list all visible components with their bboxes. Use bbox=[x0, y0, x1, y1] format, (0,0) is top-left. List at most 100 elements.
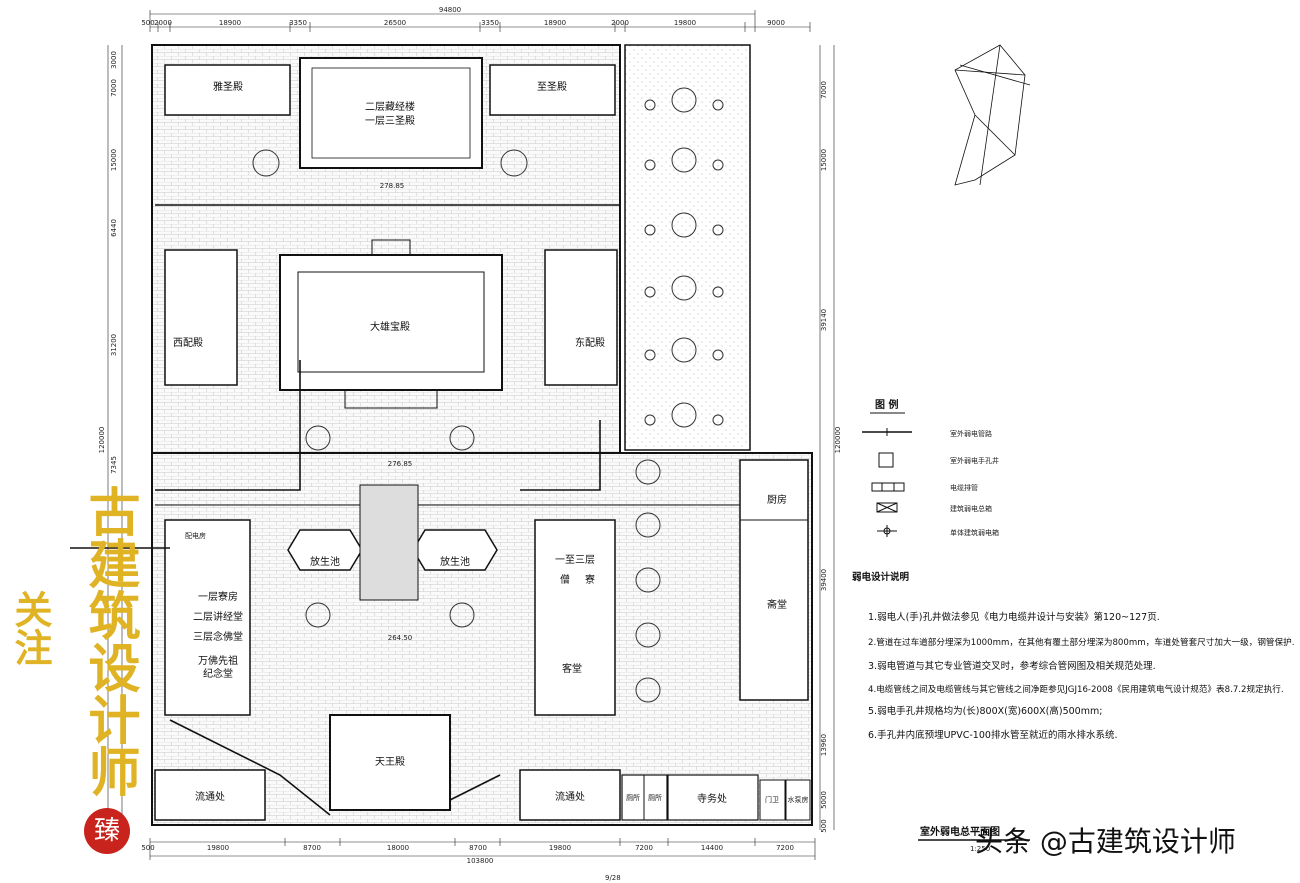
yasheng-hall bbox=[164, 64, 291, 116]
liaofang-4: 万佛先祖 bbox=[198, 654, 238, 667]
note-3: 3.弱电管道与其它专业管道交叉时，参考综合管网图及相关规范处理. bbox=[868, 661, 1156, 672]
dim-bottom-0: 500 bbox=[141, 844, 154, 852]
cesuo-2: 厕所 bbox=[648, 793, 662, 802]
liutong-e-label: 流通处 bbox=[555, 790, 585, 803]
watermark-follow: 关注 bbox=[8, 590, 53, 666]
legend-item-0: 室外弱电管路 bbox=[950, 429, 992, 438]
tianwang-label: 天王殿 bbox=[375, 756, 405, 768]
pump-room bbox=[785, 779, 811, 821]
xipei-label: 西配殿 bbox=[173, 337, 203, 349]
seal-icon: 臻 bbox=[84, 808, 130, 854]
dim-top-3: 3350 bbox=[289, 19, 307, 27]
dim-bottom-2: 8700 bbox=[303, 844, 321, 852]
legend-item-1: 室外弱电手孔井 bbox=[950, 456, 999, 465]
siwu-label: 寺务处 bbox=[697, 792, 727, 805]
daxiong-hall bbox=[279, 254, 503, 391]
dim-top-4: 26500 bbox=[384, 19, 406, 27]
dim-bottom-3: 18000 bbox=[387, 844, 409, 852]
footer-credit: 头条 @古建筑设计师 bbox=[975, 825, 1236, 858]
dim-left-6: 7345 bbox=[110, 456, 118, 474]
dim-top-6: 18900 bbox=[544, 19, 566, 27]
dim-right-3: 120000 bbox=[834, 427, 842, 454]
zhaitang-label: 斋堂 bbox=[767, 598, 787, 611]
fangsheng-e-label: 放生池 bbox=[440, 555, 470, 568]
south-steps bbox=[344, 389, 438, 409]
east-dormitory bbox=[534, 519, 616, 716]
dim-top-5: 3350 bbox=[481, 19, 499, 27]
liaofang-3: 三层念佛堂 bbox=[193, 630, 243, 643]
elevation-2: 276.85 bbox=[388, 460, 413, 468]
dim-right-1: 15000 bbox=[820, 149, 828, 171]
ketang-label: 客堂 bbox=[562, 662, 582, 675]
chufang-label: 厨房 bbox=[767, 493, 787, 506]
dongpei-label: 东配殿 bbox=[575, 336, 605, 349]
dim-bottom-total: 103800 bbox=[467, 857, 494, 865]
note-1: 1.弱电人(手)孔井做法参见《电力电缆井设计与安装》第120~127页. bbox=[868, 612, 1160, 623]
drawing-scale: 1:250 bbox=[970, 845, 990, 853]
cangjing-label-2: 一层三圣殿 bbox=[365, 115, 415, 127]
dim-top-0: 500 bbox=[141, 19, 154, 27]
liutong-w-label: 流通处 bbox=[195, 790, 225, 803]
zhisheng-label: 至圣殿 bbox=[537, 81, 567, 93]
temple-office bbox=[667, 774, 759, 821]
drawing-title: 室外弱电总平面图 bbox=[920, 825, 1000, 838]
liaofang-1: 一层寮房 bbox=[198, 590, 238, 603]
west-shop bbox=[154, 769, 266, 821]
dim-right-6: 5000 bbox=[820, 791, 828, 809]
dim-bottom-5: 19800 bbox=[549, 844, 571, 852]
daxiong-label: 大雄宝殿 bbox=[370, 320, 410, 333]
note-6: 6.手孔井内底预埋UPVC-100排水管至就近的雨水排水系统. bbox=[868, 730, 1118, 741]
note-5: 5.弱电手孔井规格均为(长)800X(宽)600X(高)500mm; bbox=[868, 706, 1103, 717]
legend-item-4: 单体建筑弱电箱 bbox=[950, 528, 999, 537]
east-label-2: 僧 bbox=[560, 573, 570, 586]
cable-route-southwest bbox=[169, 719, 331, 816]
top-dimension-line bbox=[149, 10, 811, 32]
cable-route-west bbox=[155, 360, 301, 491]
legend-item-3: 建筑弱电总箱 bbox=[950, 504, 992, 513]
dim-right-5: 13960 bbox=[820, 734, 828, 756]
north-steps bbox=[371, 239, 411, 256]
tianwang-hall bbox=[329, 714, 451, 811]
dim-left-0: 3000 bbox=[110, 51, 118, 69]
dim-right-0: 7000 bbox=[820, 81, 828, 99]
dim-bottom-8: 7200 bbox=[776, 844, 794, 852]
bottom-dimension-line bbox=[149, 838, 816, 860]
west-dormitory bbox=[164, 519, 251, 716]
elevation-1: 278.85 bbox=[380, 182, 405, 190]
dim-left-2: 15000 bbox=[110, 149, 118, 171]
menwei-label: 门卫 bbox=[765, 795, 779, 804]
cable-route-east bbox=[520, 420, 601, 491]
sutra-library bbox=[299, 57, 483, 169]
page-number: 9/28 bbox=[605, 874, 621, 882]
dim-bottom-7: 14400 bbox=[701, 844, 723, 852]
legend-symbols bbox=[862, 428, 912, 537]
tree-icon bbox=[252, 149, 280, 177]
dim-bottom-4: 8700 bbox=[469, 844, 487, 852]
dim-bottom-1: 19800 bbox=[207, 844, 229, 852]
dim-left-5: 120000 bbox=[98, 427, 106, 454]
dim-right-4: 39400 bbox=[820, 569, 828, 591]
dim-top-9: 9000 bbox=[767, 19, 785, 27]
dim-left-1: 7000 bbox=[110, 79, 118, 97]
left-dimension-line bbox=[107, 45, 123, 830]
east-label-3: 寮 bbox=[585, 573, 595, 586]
north-arrow-icon bbox=[954, 44, 1031, 186]
east-label-1: 一至三层 bbox=[555, 554, 595, 566]
cable-route-southeast bbox=[449, 774, 501, 801]
dim-right-2: 39140 bbox=[820, 309, 828, 331]
right-dimension-line bbox=[819, 45, 835, 830]
notes-title: 弱电设计说明 bbox=[852, 572, 910, 583]
watermark-vertical: 古建筑设计师 bbox=[79, 485, 140, 797]
guard-room bbox=[759, 779, 786, 821]
dim-top-total: 94800 bbox=[439, 6, 461, 14]
garden-trees bbox=[644, 87, 724, 428]
courtyard-trees bbox=[305, 425, 661, 703]
dim-bottom-6: 7200 bbox=[635, 844, 653, 852]
shuibeng-label: 水泵房 bbox=[788, 795, 809, 804]
kitchen-dining bbox=[739, 459, 809, 701]
central-bridge bbox=[359, 484, 419, 601]
peidian-label: 配电房 bbox=[185, 531, 206, 540]
legend-title: 图 例 bbox=[875, 398, 898, 411]
elevation-3: 264.50 bbox=[388, 634, 413, 642]
